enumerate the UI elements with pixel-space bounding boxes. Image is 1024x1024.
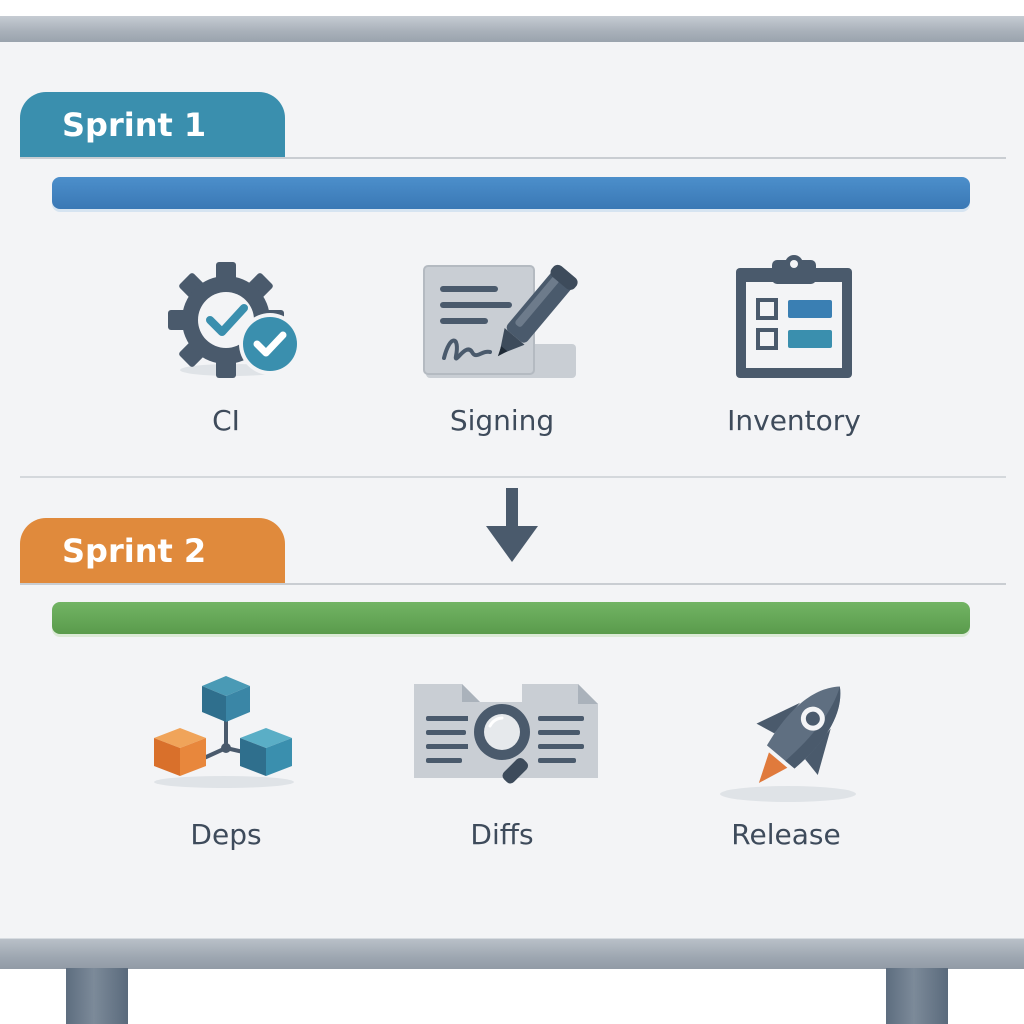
sprint-1-rule [20,157,1006,159]
board-leg-right [886,968,948,1024]
arrow-down-icon [486,488,538,562]
board-frame-top [0,16,1024,43]
board-frame-bottom [0,938,1024,969]
item-label-deps: Deps [190,818,262,851]
sprint-1-tab: Sprint 1 [20,92,285,158]
sprint-2-rule [20,583,1006,585]
board-leg-left [66,968,128,1024]
documents-magnifier-icon [414,684,598,784]
clipboard-checklist-icon [736,255,852,378]
sprint-2-tab: Sprint 2 [20,518,285,584]
document-pen-signature-icon [423,264,578,378]
section-divider [20,476,1006,478]
gear-check-icon [168,262,301,378]
rocket-icon [720,686,856,802]
item-label-signing: Signing [449,404,555,437]
item-label-diffs: Diffs [470,818,534,851]
sprint-1-title: Sprint 1 [62,106,207,144]
sprint-1-progress-bar [52,177,970,209]
item-label-release: Release [731,818,841,851]
item-label-ci: CI [212,404,240,437]
item-label-inventory: Inventory [727,404,861,437]
sprint-2-progress-bar [52,602,970,634]
sprint-2-title: Sprint 2 [62,532,207,570]
cubes-dependency-icon [154,676,294,788]
